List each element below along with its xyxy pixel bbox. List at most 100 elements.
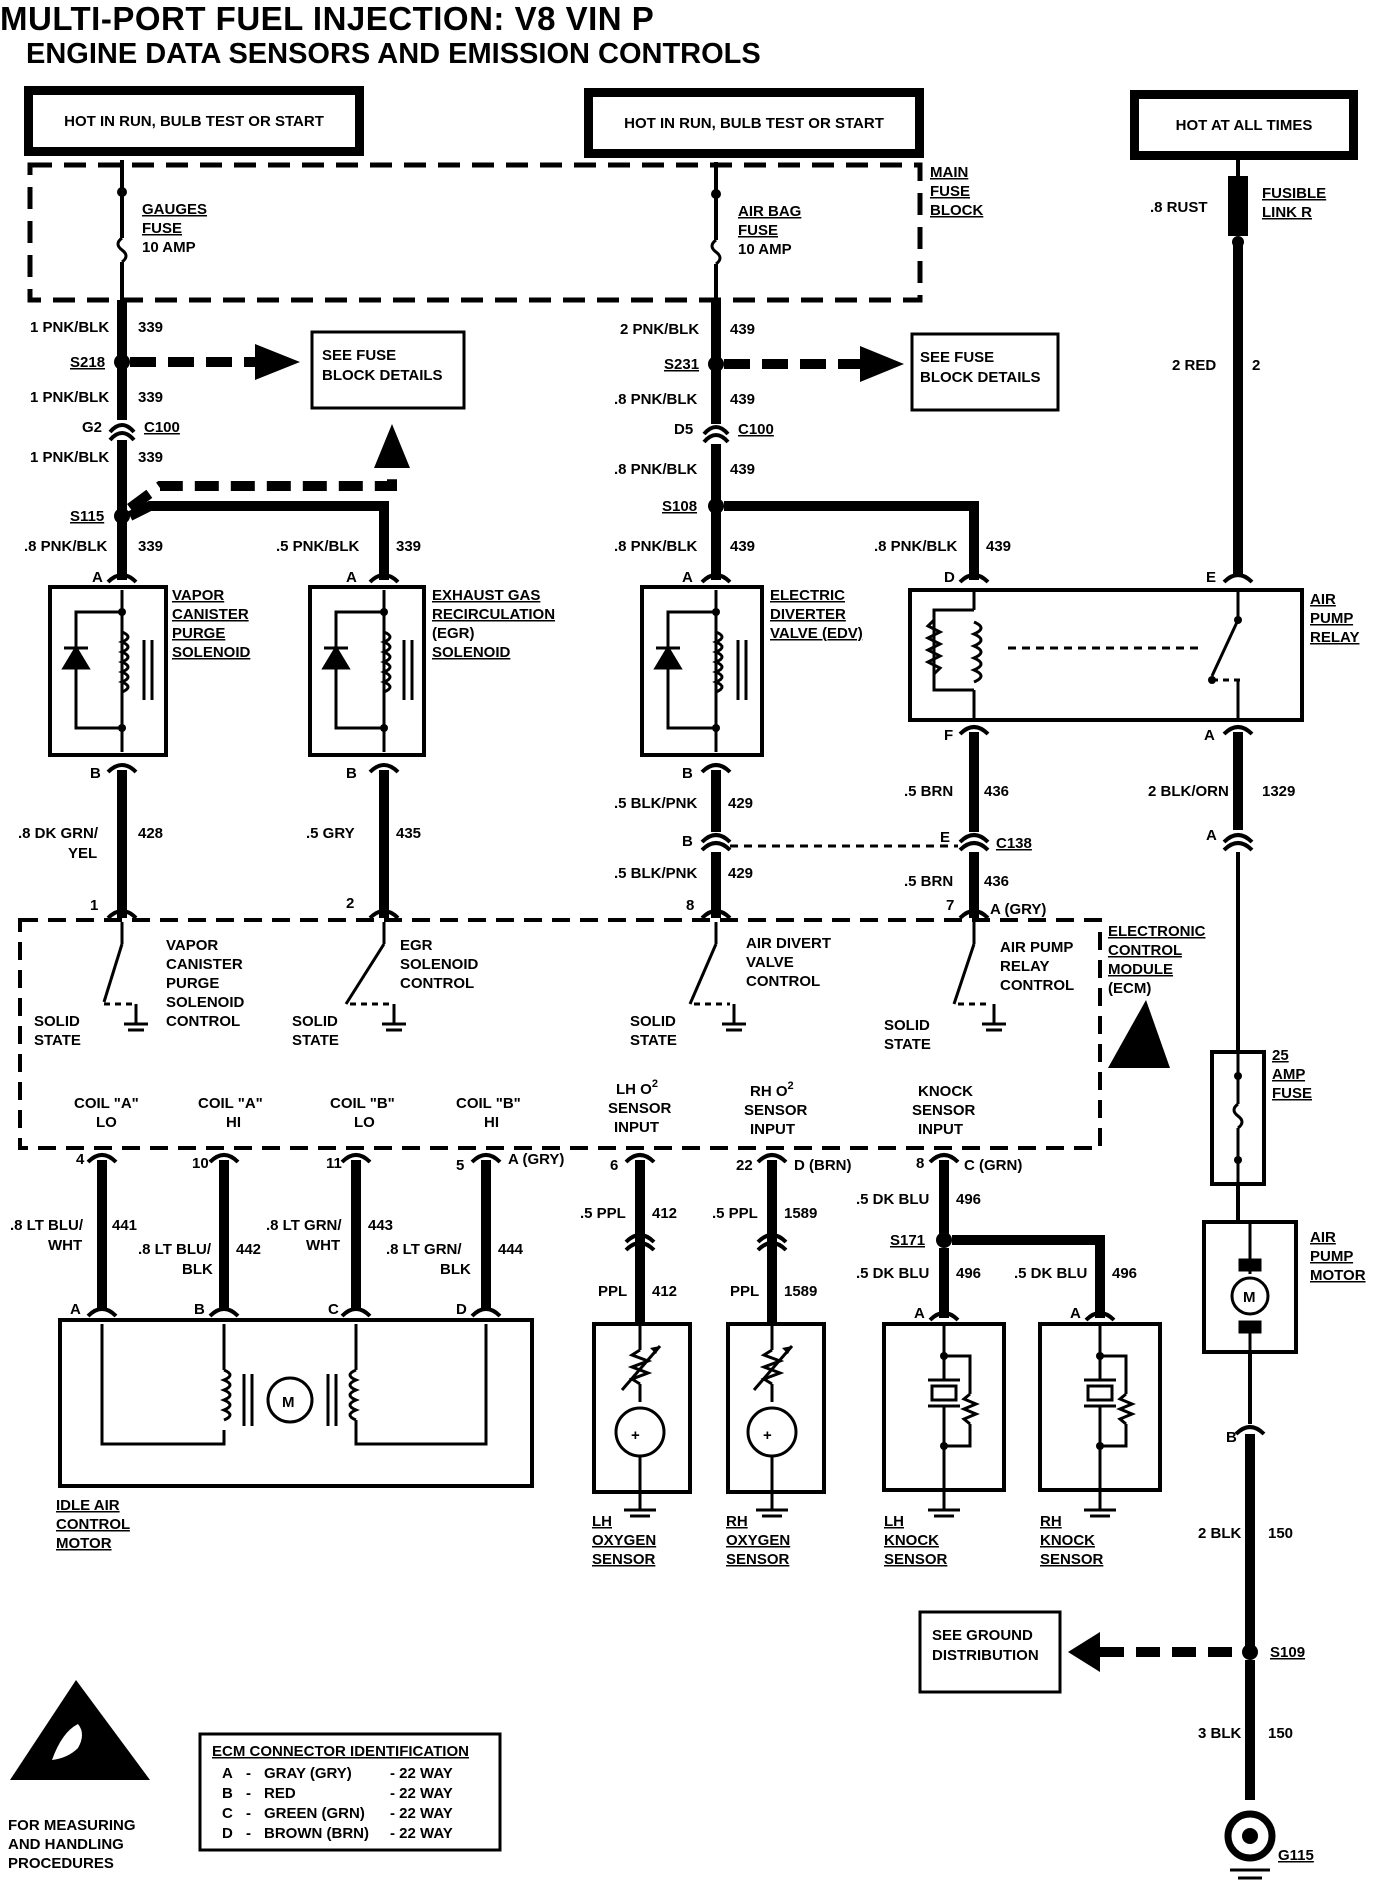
lh-knock-sensor-symbol — [928, 1324, 980, 1518]
see-fuse-block-label-middle: SEE FUSE BLOCK DETAILS — [920, 349, 1041, 386]
fuse-25-amp-symbol — [1232, 1052, 1244, 1184]
rh-knock-pin-a: A — [1070, 1305, 1081, 1322]
iac-motor-m: M — [282, 1394, 295, 1411]
vapor-solenoid-symbol — [61, 590, 154, 752]
fuse-25-amp-label: 25 AMP FUSE — [1272, 1047, 1312, 1102]
fusible-link-wire-label: .8 RUST — [1150, 199, 1208, 216]
egr-solenoid-box — [308, 585, 426, 757]
ecm-pin-6: 6 — [610, 1157, 618, 1174]
splice-s231-label: S231 — [664, 356, 699, 373]
ecm-connector-table-box — [198, 1732, 502, 1852]
pin-a-air-pump: A — [1206, 827, 1217, 844]
wire-443-label: .8 LT GRN/WHT443 — [266, 1217, 393, 1254]
splice-s108-label: S108 — [662, 498, 697, 515]
wire-339-to-egr — [127, 501, 389, 580]
splice-s115 — [114, 508, 130, 524]
ecm-pin-4: 4 — [76, 1151, 85, 1168]
splice-s171 — [936, 1232, 952, 1248]
ecm-coil-a-hi: COIL "A"HI — [198, 1095, 263, 1131]
fusible-link-label: FUSIBLE LINK R — [1262, 185, 1330, 221]
lh-o2-plus: + — [631, 1427, 640, 1444]
ecm-pin-7: 7 — [946, 897, 954, 914]
connector-c100-label-left: C100 — [144, 419, 180, 436]
ecm-connector-row-d: D-BROWN (BRN)- 22 WAY — [222, 1825, 453, 1842]
iac-motor-box — [58, 1318, 534, 1488]
air-pump-relay-box — [908, 588, 1304, 722]
page-title: MULTI-PORT FUEL INJECTION: V8 VIN P — [0, 0, 655, 37]
ecm-agry-top: A (GRY) — [990, 901, 1046, 918]
wire-441-label: .8 LT BLU/WHT441 — [10, 1217, 137, 1254]
air-pump-relay-symbol — [924, 590, 1240, 718]
ecm-switches — [102, 922, 1006, 1032]
pin-b-egr: B — [346, 765, 357, 782]
ecm-pin-5: 5 — [456, 1157, 464, 1174]
edv-box — [640, 585, 764, 757]
s115-dashed-up — [127, 468, 397, 513]
wire-442-label: .8 LT BLU/BLK442 — [138, 1241, 261, 1278]
rh-oxygen-sensor-label: RH OXYGEN SENSOR — [726, 1513, 794, 1568]
rh-knock-sensor-label: RH KNOCK SENSOR — [1040, 1513, 1104, 1568]
see-ground-distribution-box — [918, 1610, 1062, 1694]
ecm-esd-symbol — [1108, 1000, 1170, 1068]
lh-knock-sensor-label: LH KNOCK SENSOR — [884, 1513, 948, 1568]
ecm-vapor-control-label: VAPOR CANISTER PURGE SOLENOID CONTROL — [166, 937, 249, 1030]
connector-c100-middle — [702, 425, 730, 436]
ecm-pin-10: 10 — [192, 1155, 209, 1172]
s231-arrow — [860, 346, 904, 382]
hot-in-run-box-left: HOT IN RUN, BULB TEST OR START — [24, 86, 364, 156]
egr-solenoid-label: EXHAUST GAS RECIRCULATION (EGR) SOLENOID — [432, 587, 559, 661]
iac-pin-a: A — [70, 1301, 81, 1318]
ecm-cgrn: C (GRN) — [964, 1157, 1022, 1174]
lh-oxygen-sensor-box — [592, 1322, 692, 1494]
s109-arrow — [1068, 1632, 1100, 1672]
esd-note: FOR MEASURING AND HANDLING PROCEDURES — [8, 1817, 140, 1872]
s115-arrow-up — [374, 424, 410, 468]
pin-b-air-pump: B — [1226, 1429, 1237, 1446]
main-fuse-block-outline — [27, 162, 923, 303]
ecm-pin-22: 22 — [736, 1157, 753, 1174]
ecm-connector-table-title: ECM CONNECTOR IDENTIFICATION — [212, 1743, 469, 1760]
pin-e-relay: E — [1206, 569, 1216, 586]
connector-c138-label: C138 — [996, 835, 1032, 852]
pin-f-relay: F — [944, 727, 953, 744]
pin-a-relay-out: A — [1204, 727, 1215, 744]
connector-c100-label-middle: C100 — [738, 421, 774, 438]
rh-oxygen-sensor-box — [726, 1322, 826, 1494]
splice-s109-label: S109 — [1270, 1644, 1305, 1661]
splice-s231 — [708, 356, 724, 372]
see-fuse-block-label-left: SEE FUSE BLOCK DETAILS — [322, 347, 443, 384]
ecm-pin-11: 11 — [326, 1155, 342, 1172]
iac-pin-c: C — [328, 1301, 339, 1318]
pin-d-relay: D — [944, 569, 955, 586]
rh-o2-plus: + — [763, 1427, 772, 1444]
ecm-pin-8-top: 8 — [686, 897, 694, 914]
connector-d5-label: D5 — [674, 421, 693, 438]
ecm-egr-control-label: EGR SOLENOID CONTROL — [400, 937, 483, 992]
edv-label: ELECTRIC DIVERTER VALVE (EDV) — [770, 587, 863, 642]
air-pump-motor-m: M — [1243, 1289, 1256, 1306]
splice-s108 — [708, 498, 724, 514]
air-pump-relay-label: AIR PUMP RELAY — [1310, 591, 1359, 646]
connector-g2-label: G2 — [82, 419, 102, 436]
ecm-connector-row-a: A-GRAY (GRY)- 22 WAY — [222, 1765, 453, 1782]
ecm-coil-b-hi: COIL "B"HI — [456, 1095, 521, 1131]
ecm-connector-row-b: B-RED- 22 WAY — [222, 1785, 453, 1802]
iac-motor-label: IDLE AIR CONTROL MOTOR — [56, 1497, 134, 1552]
